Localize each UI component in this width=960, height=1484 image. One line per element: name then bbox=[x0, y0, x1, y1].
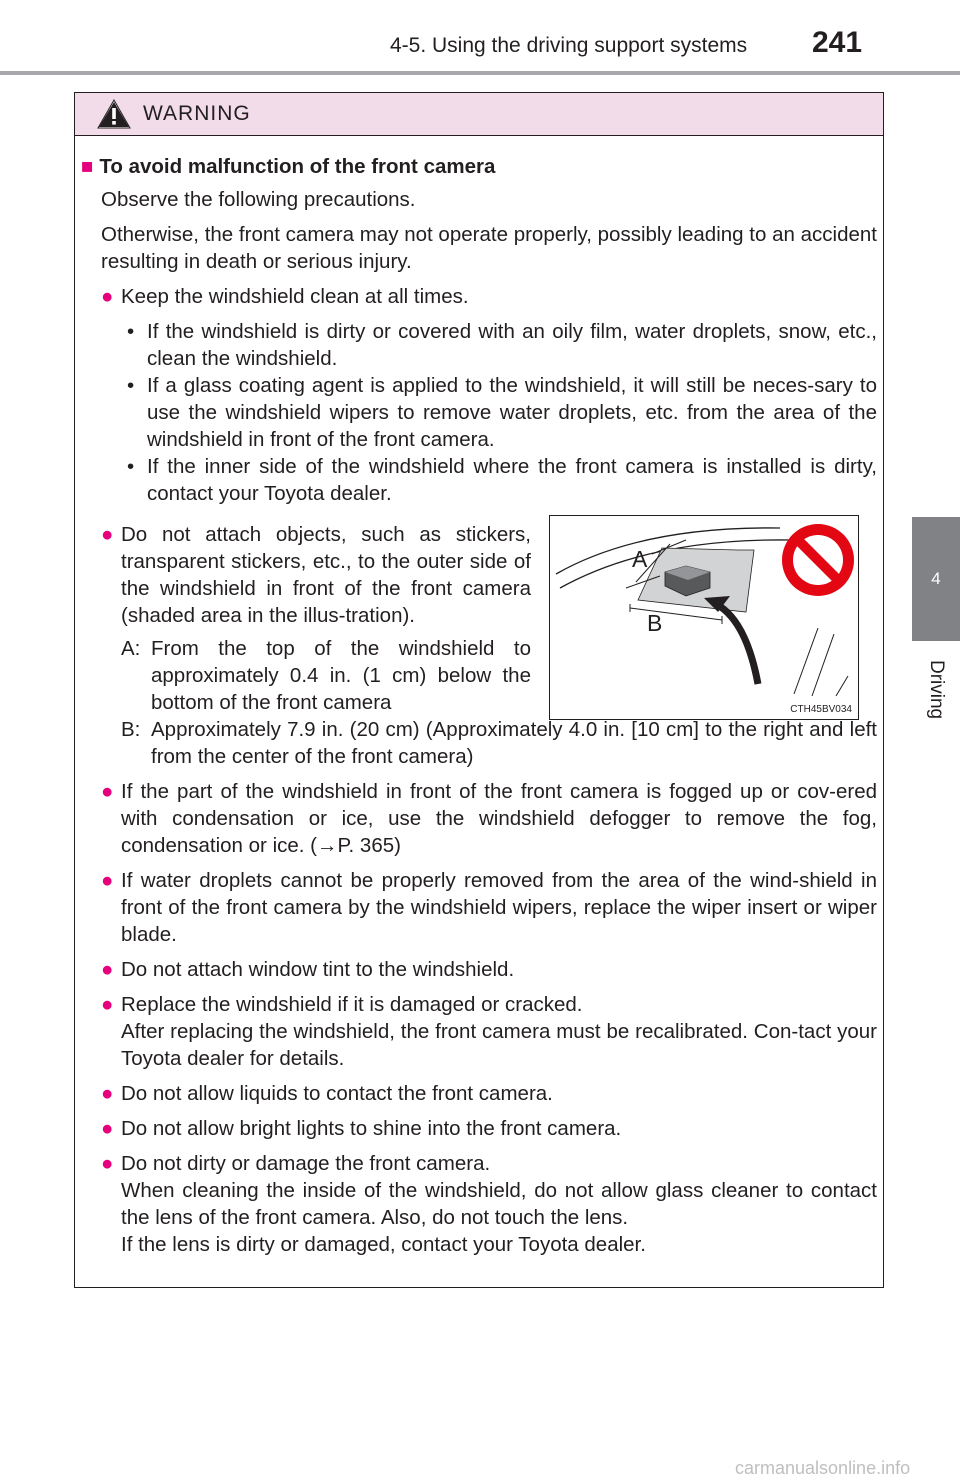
bullet-icon: ● bbox=[101, 1117, 114, 1140]
bullet-icon: ● bbox=[101, 1152, 114, 1175]
bullet-icon: ● bbox=[101, 958, 114, 981]
list-item: ● Do not allow bright lights to shine in… bbox=[101, 1115, 877, 1142]
list-item: ● If the part of the windshield in front… bbox=[101, 778, 877, 859]
list-item: ● Do not dirty or damage the front camer… bbox=[101, 1150, 877, 1258]
sub-bullet-icon: • bbox=[127, 374, 135, 397]
bullet-icon: ● bbox=[101, 869, 114, 892]
figure-code: CTH45BV034 bbox=[790, 704, 852, 715]
warning-heading: ■ To avoid malfunction of the front came… bbox=[81, 153, 877, 180]
chapter-label: Driving bbox=[926, 660, 947, 720]
sub-list-item-text: If the inner side of the windshield wher… bbox=[147, 455, 877, 505]
warning-triangle-icon bbox=[97, 99, 131, 129]
list-item-body: Replace the windshield if it is damaged … bbox=[121, 991, 877, 1072]
bullet-icon: ● bbox=[101, 523, 114, 546]
page-header: 4-5. Using the driving support systems 2… bbox=[0, 0, 960, 76]
definition-b: B: Approximately 7.9 in. (20 cm) (Approx… bbox=[121, 716, 877, 770]
list-item: ● Keep the windshield clean at all times… bbox=[101, 283, 877, 310]
bullet-icon: ● bbox=[101, 780, 114, 803]
warning-content: ■ To avoid malfunction of the front came… bbox=[81, 153, 877, 1258]
list-item-text: Do not allow bright lights to shine into… bbox=[121, 1117, 622, 1140]
list-item-text: Do not allow liquids to contact the fron… bbox=[121, 1082, 553, 1105]
definition-label: B: bbox=[121, 718, 141, 741]
list-item: ● Do not allow liquids to contact the fr… bbox=[101, 1080, 877, 1107]
sub-list-item: • If the inner side of the windshield wh… bbox=[127, 453, 877, 507]
warning-header: WARNING bbox=[75, 93, 883, 136]
bullet-icon: ● bbox=[101, 1082, 114, 1105]
label-b: B bbox=[647, 610, 663, 636]
sub-list-item: • If the windshield is dirty or covered … bbox=[127, 318, 877, 372]
list-item: ● If water droplets cannot be properly r… bbox=[101, 867, 877, 948]
sub-list-item: • If a glass coating agent is applied to… bbox=[127, 372, 877, 453]
list-item-note: When cleaning the inside of the windshie… bbox=[121, 1179, 877, 1229]
sub-bullet-icon: • bbox=[127, 320, 135, 343]
list-item-text: Do not dirty or damage the front camera. bbox=[121, 1152, 491, 1175]
list-item-text: Replace the windshield if it is damaged … bbox=[121, 993, 583, 1016]
front-camera-illustration: A B CTH45BV034 bbox=[549, 515, 859, 720]
warning-box: WARNING ■ To avoid malfunction of the fr… bbox=[74, 92, 884, 1288]
list-item-text: Do not attach objects, such as stickers,… bbox=[121, 523, 531, 627]
bullet-icon: ● bbox=[101, 285, 114, 308]
windshield-camera-diagram bbox=[555, 524, 854, 697]
label-a: A bbox=[632, 546, 648, 572]
list-item-note: If the lens is dirty or damaged, contact… bbox=[121, 1233, 646, 1256]
definition-a: A: From the top of the windshield to app… bbox=[121, 635, 531, 716]
list-item-text: If the part of the windshield in front o… bbox=[121, 780, 877, 857]
header-rule bbox=[0, 71, 960, 75]
definition-text: Approximately 7.9 in. (20 cm) (Approxima… bbox=[151, 718, 877, 768]
intro-paragraph-2: Otherwise, the front camera may not oper… bbox=[101, 223, 877, 273]
list-item: ● Replace the windshield if it is damage… bbox=[101, 991, 877, 1072]
list-item: ● Do not attach objects, such as sticker… bbox=[101, 521, 531, 629]
chapter-tab: 4 bbox=[912, 517, 960, 641]
heading-text: To avoid malfunction of the front camera bbox=[99, 155, 496, 178]
intro-paragraph-1: Observe the following precautions. bbox=[101, 188, 416, 211]
section-title: 4-5. Using the driving support systems bbox=[390, 34, 748, 57]
definition-label: A: bbox=[121, 637, 141, 660]
sub-list-item-text: If the windshield is dirty or covered wi… bbox=[147, 320, 877, 370]
sub-bullet-icon: • bbox=[127, 455, 135, 478]
heading-square-icon: ■ bbox=[81, 155, 94, 178]
warning-title: WARNING bbox=[143, 102, 251, 125]
sub-list-item-text: If a glass coating agent is applied to t… bbox=[147, 374, 877, 451]
definition-text: From the top of the windshield to approx… bbox=[151, 637, 531, 714]
list-item-text: If water droplets cannot be properly rem… bbox=[121, 869, 877, 946]
watermark: carmanualsonline.info bbox=[735, 1458, 911, 1478]
list-item-body: Do not dirty or damage the front camera.… bbox=[121, 1150, 877, 1258]
list-item: ● Do not attach window tint to the winds… bbox=[101, 956, 877, 983]
list-item-text: Do not attach window tint to the windshi… bbox=[121, 958, 515, 981]
list-item-note: After replacing the windshield, the fron… bbox=[121, 1020, 877, 1070]
bullet-icon: ● bbox=[101, 993, 114, 1016]
page-number: 241 bbox=[812, 26, 863, 59]
list-item-text: Keep the windshield clean at all times. bbox=[121, 285, 469, 308]
